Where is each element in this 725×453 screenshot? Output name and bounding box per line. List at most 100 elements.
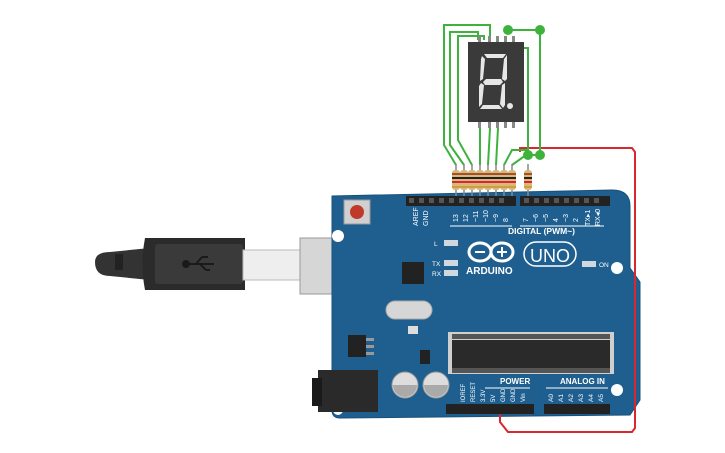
arduino-brand: ARDUINO [466,266,513,277]
green-wire[interactable] [443,24,491,166]
uno-label: UNO [530,246,570,266]
green-wire[interactable] [449,31,479,166]
pin-label: A5 [598,394,605,402]
segment-dp [507,103,513,109]
green-wire[interactable] [487,127,491,166]
smd-component [408,326,418,334]
pin-label: A3 [578,394,585,402]
pin-label: ~3 [563,214,570,222]
segment-f [480,56,485,81]
crystal-oscillator [385,300,433,320]
pin-label: ~11 [473,211,480,222]
digital-header-holes [409,198,599,203]
pin-label: A0 [548,394,555,402]
resistor[interactable] [500,164,508,196]
wire-junction [523,150,533,160]
resistor[interactable] [468,164,476,196]
pin-label: ~6 [533,214,540,222]
arduino-uno-board[interactable]: AREF GND 13 12 ~11 ~10 ~9 8 7 ~6 ~5 4 ~3… [312,189,641,419]
resistors[interactable] [452,164,532,196]
pin-label: 5V [491,395,497,402]
capacitor [391,371,419,399]
wire-junction [503,25,513,35]
segment-e [479,83,484,107]
power-jack-tip [312,378,322,406]
pin-label: ~9 [493,214,500,222]
usb-plug-metal [242,249,304,281]
seven-segment-display[interactable] [468,36,524,128]
pin-label: GND [511,388,517,402]
atmega-chip [448,332,614,374]
analog-header [544,404,610,414]
regulator-pin [366,352,374,355]
resistor[interactable] [452,164,460,196]
analog-pin-labels: A0 A1 A2 A3 A4 A5 [548,394,605,402]
resistor[interactable] [508,164,516,196]
pin-label: Vin [521,393,527,402]
pin-label: ~10 [483,210,490,222]
red-wire[interactable] [499,147,636,433]
regulator-pin [366,345,374,348]
regulator-pin [366,338,374,341]
pin-label: RESET [471,382,477,402]
analog-label: ANALOG IN [560,377,605,386]
infinity-logo-icon [467,241,515,263]
pin-label: 8 [503,218,510,222]
power-pin-labels: IOREF RESET 3.3V 5V GND GND Vin [461,382,527,402]
voltage-regulator [348,335,366,357]
smd-transistor [420,350,430,364]
pin-label: A2 [568,394,575,402]
wire-junction [535,25,545,35]
status-leds: L TX RX [432,240,458,278]
pin-label: ~5 [543,214,550,222]
pin-label: GND [423,210,430,226]
resistor[interactable] [492,164,500,196]
pin-label: 4 [553,218,560,222]
led-label-rx: RX [432,271,442,278]
led-label-tx: TX [432,261,441,268]
power-jack [318,370,378,412]
resistor[interactable] [484,164,492,196]
usb-cable-ring [115,254,123,270]
on-label: ON [599,262,609,269]
uno-badge [523,241,577,267]
led-on [582,261,596,267]
usb-icon [182,256,214,271]
capacitor [422,371,450,399]
led-rx [444,270,458,276]
segment-g [483,79,503,85]
pin-label: TX▸1 [585,210,592,226]
pin-label: 2 [573,218,580,222]
usb-chip [402,262,424,284]
pin-label: 3.3V [481,390,487,402]
pin-label: 13 [453,214,460,222]
resistor[interactable] [476,164,484,196]
resistor[interactable] [524,164,532,196]
segment-c [500,83,505,108]
pin-label: AREF [413,207,420,226]
pin-label: A4 [588,394,595,402]
segment-d [480,105,502,109]
wire-junction [535,150,545,160]
green-wire[interactable] [457,35,485,166]
pin-label: 7 [523,218,530,222]
led-tx [444,260,458,266]
power-label: POWER [500,377,530,386]
led-label-l: L [434,241,438,248]
reset-button[interactable] [343,199,371,225]
digital-pin-labels: AREF GND 13 12 ~11 ~10 ~9 8 7 ~6 ~5 4 ~3… [413,207,602,226]
pin-label: 12 [463,214,470,222]
pin-label: A1 [558,394,565,402]
pin-label: RX◂0 [595,209,602,226]
display-segments [479,54,513,109]
digital-label: DIGITAL (PWM~) [508,226,575,236]
pin-label: IOREF [461,383,467,402]
resistor[interactable] [460,164,468,196]
segment-a [484,54,506,58]
mount-hole [332,230,344,242]
pin-label: GND [501,388,507,402]
green-wire[interactable] [495,127,499,166]
segment-b [502,55,507,81]
led-l [444,240,458,246]
